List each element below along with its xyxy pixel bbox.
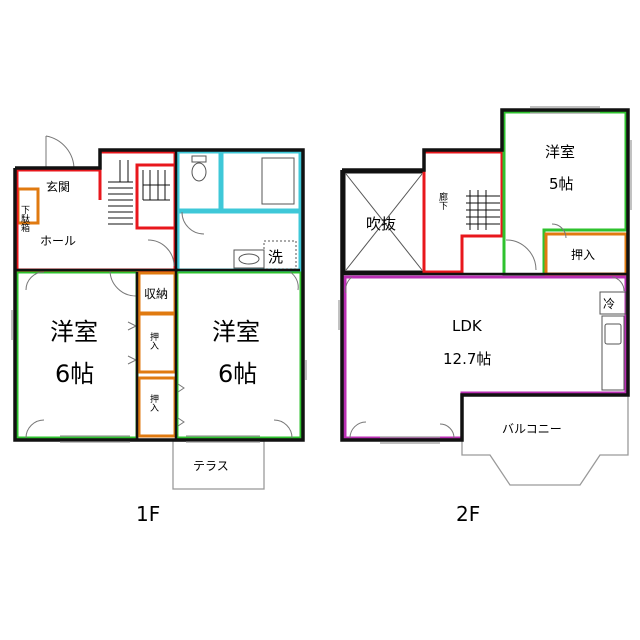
- void-label: 吹抜: [366, 215, 396, 233]
- hall-label: ホール: [40, 234, 76, 248]
- exterior-wall-2f: [340, 108, 630, 442]
- corridor-label: 廊下: [437, 191, 448, 211]
- western-right-name: 洋室: [212, 318, 260, 346]
- exterior-wall-1f: [13, 148, 305, 442]
- ldk: [343, 275, 628, 440]
- washroom-label: 洗: [268, 248, 283, 266]
- bathtub-icon: [261, 157, 295, 205]
- stairs-2f: [466, 190, 500, 230]
- kitchen-counter: [601, 315, 625, 391]
- floor-2f: 吹抜 廊下 洋室 5帖 押入 冷 LDK 12.7帖 バルコニー 2F: [338, 106, 632, 526]
- entrance-door-icon: [45, 135, 75, 171]
- floor-label-2f: 2F: [456, 502, 480, 526]
- western-right-size: 6帖: [218, 360, 257, 388]
- western-left-size: 6帖: [55, 360, 94, 388]
- entrance-label: 玄関: [46, 179, 70, 194]
- door-swings-2f: [345, 223, 625, 439]
- shoe-storage-label: 下駄箱: [19, 205, 30, 233]
- windows-1f: [11, 310, 307, 443]
- western-room-2f: [502, 110, 628, 278]
- closet-2f-label: 押入: [571, 248, 595, 262]
- storage-label: 収納: [144, 287, 168, 301]
- floor-1f: 玄関 下駄箱 ホール 収納 押入 押入 洋室 6帖 洋室 6帖 洗 テラス 1F: [11, 135, 307, 526]
- western-2f-size: 5帖: [549, 175, 574, 193]
- door-swings-1f: [25, 211, 299, 439]
- western-2f-name: 洋室: [545, 143, 575, 161]
- fridge-label: 冷: [603, 297, 615, 311]
- western-left-name: 洋室: [50, 318, 98, 346]
- corridor: [422, 150, 504, 274]
- floor-label-1f: 1F: [136, 502, 160, 526]
- closet-upper-label: 押入: [148, 331, 159, 350]
- toilet-room: [176, 150, 222, 212]
- closet-lower-label: 押入: [148, 393, 159, 412]
- balcony: [461, 394, 629, 486]
- toilet-icon: [191, 155, 207, 182]
- ldk-name: LDK: [452, 317, 483, 335]
- fridge-area: [599, 291, 627, 315]
- windows-2f: [338, 106, 632, 444]
- terrace-label: テラス: [193, 459, 229, 473]
- sink-icon: [233, 249, 265, 269]
- ldk-size: 12.7帖: [443, 350, 491, 368]
- stairs-1f: [108, 160, 170, 225]
- western-room-left: [15, 270, 139, 440]
- kitchen-sink-icon: [604, 323, 622, 345]
- balcony-label: バルコニー: [502, 422, 562, 436]
- bathroom: [220, 150, 302, 212]
- void-cross-icon: [345, 173, 423, 271]
- western-room-right: [175, 270, 303, 440]
